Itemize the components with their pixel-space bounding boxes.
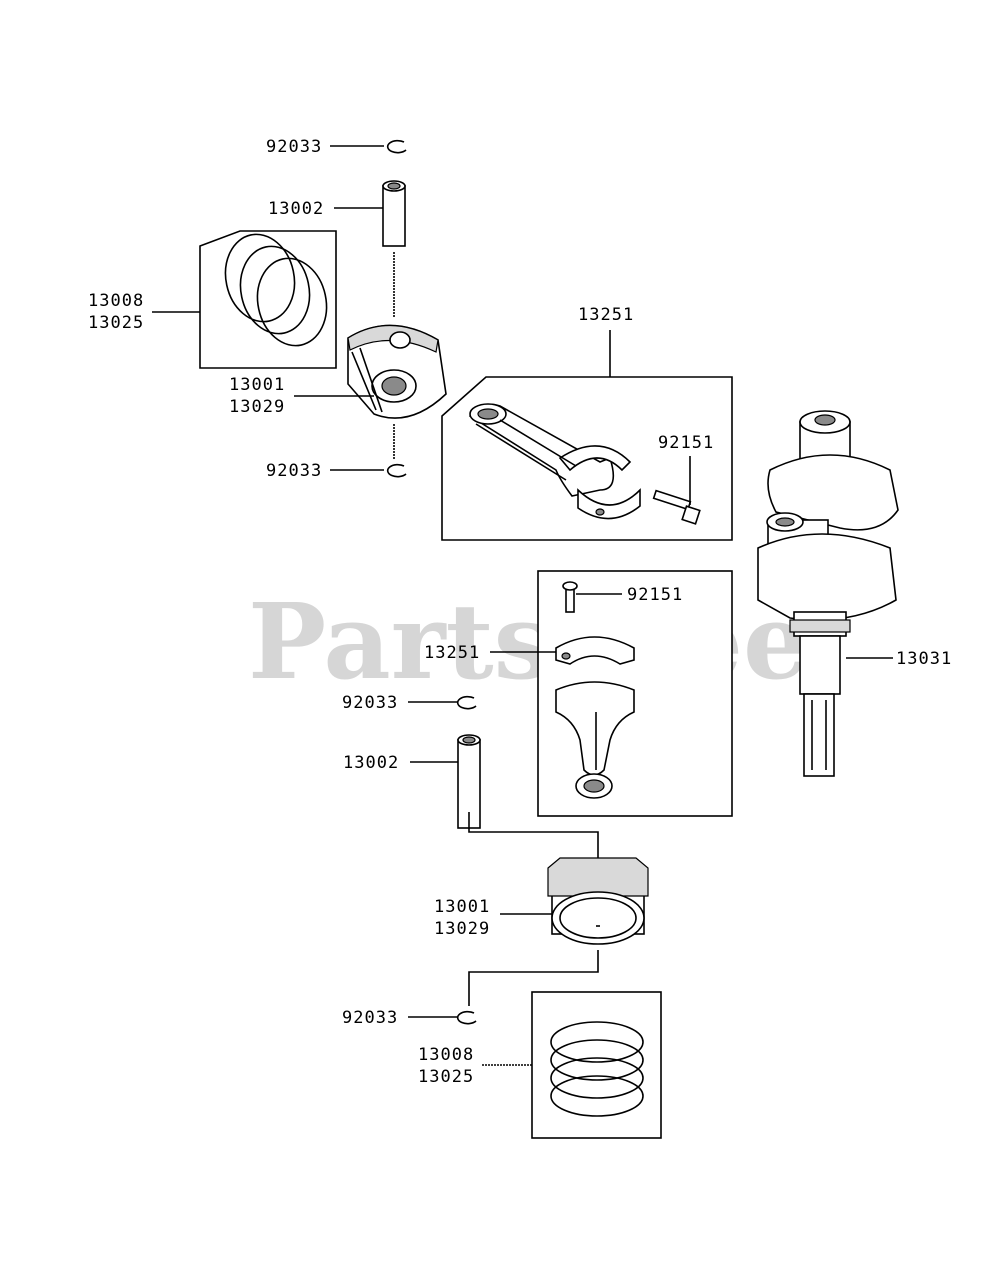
- connector-pin-to-piston: [468, 812, 599, 858]
- piston-pin-top[interactable]: [382, 180, 406, 247]
- conrod-box-bottom[interactable]: [537, 570, 733, 817]
- label-circlip-bottom-upper[interactable]: 92033: [342, 693, 398, 713]
- label-piston-top-a[interactable]: 13001: [229, 375, 285, 395]
- label-conrod-bottom[interactable]: 13251: [424, 643, 480, 663]
- label-piston-bottom-b[interactable]: 13029: [434, 919, 490, 939]
- label-rings-bottom-b[interactable]: 13025: [418, 1067, 474, 1087]
- label-circlip-bottom-lower[interactable]: 92033: [342, 1008, 398, 1028]
- label-circlip-top[interactable]: 92033: [266, 137, 322, 157]
- label-crankshaft[interactable]: 13031: [896, 649, 952, 669]
- ring-set-box-top[interactable]: [199, 228, 337, 369]
- label-circlip-top-lower[interactable]: 92033: [266, 461, 322, 481]
- label-rings-top-a[interactable]: 13008: [88, 291, 144, 311]
- piston-bottom[interactable]: [547, 857, 649, 945]
- circlip-bottom-lower[interactable]: [456, 1010, 477, 1025]
- label-bolt-bottom[interactable]: 92151: [627, 585, 683, 605]
- label-piston-top-b[interactable]: 13029: [229, 397, 285, 417]
- label-pin-top[interactable]: 13002: [268, 199, 324, 219]
- label-pin-bottom[interactable]: 13002: [343, 753, 399, 773]
- label-piston-bottom-a[interactable]: 13001: [434, 897, 490, 917]
- piston-top[interactable]: [347, 324, 447, 419]
- label-bolt-top[interactable]: 92151: [658, 433, 714, 453]
- label-rings-bottom-a[interactable]: 13008: [418, 1045, 474, 1065]
- circlip-bottom-upper[interactable]: [456, 695, 477, 710]
- circlip-top-lower[interactable]: [386, 463, 407, 478]
- conrod-bolt-top[interactable]: [652, 489, 701, 525]
- circlip-top[interactable]: [386, 139, 407, 154]
- crankshaft[interactable]: [757, 410, 899, 777]
- label-conrod-top[interactable]: 13251: [578, 305, 634, 325]
- connector-piston-to-circlip: [468, 950, 599, 1006]
- label-rings-top-b[interactable]: 13025: [88, 313, 144, 333]
- ring-set-box-bottom[interactable]: [531, 991, 662, 1139]
